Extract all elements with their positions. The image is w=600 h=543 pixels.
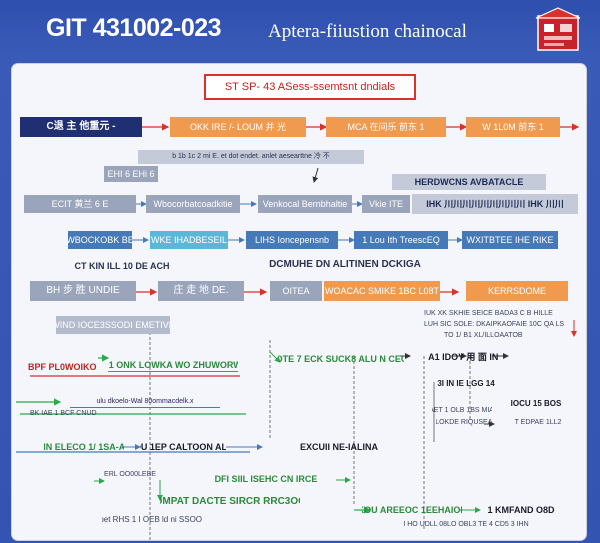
process-label-box: WIND IOCE3SSODI EMETIVE: [56, 316, 170, 334]
dark-flow-label-4: 3I IN IE LGG 14: [437, 379, 495, 388]
bottom-left-note: Ebet RHS 1 I OEB ld ni SSOOrS: [102, 515, 202, 524]
step-box-2: MCA 在间乐 前东 1: [326, 117, 446, 137]
gray-step-3: OITEA: [270, 281, 322, 301]
step-box-1: OKK IRE /- LOUM 并 光: [170, 117, 306, 137]
orange-step-2: KERRSDOME: [466, 281, 568, 301]
note-line-2: LUH SIC SOLE: DKAIPKAOFAIE 10C QA LS: [424, 321, 565, 328]
cyan-box-1: WKE IHADBESEIL: [150, 231, 228, 249]
green-flow-label-4: DFI SIIL ISEHC CN IRCE: [214, 474, 318, 484]
company-logo-icon: [535, 7, 581, 51]
red-flow-label: BPF PL0WOIKO: [28, 362, 97, 372]
small-note-3: TLOKDE RIQUSEAS: [436, 419, 492, 426]
header: GIT 431002-023 Aptera-fiiustion chainoca…: [0, 0, 600, 62]
blue-box-2: LIHS Ioncepensnb: [246, 231, 338, 249]
barcode-label: IHK 川川川川川川川川川 IHK 川川: [412, 194, 578, 214]
step-box-3: W 1L0M 前东 1: [466, 117, 560, 137]
small-note-1: PAET 1 OLB 1BS MIAC: [432, 407, 492, 414]
note-line-3: TO 1/ B1 XL/ILLOAATOB: [444, 332, 523, 339]
gray-step-1: BH 步 胜 UNDIE: [30, 281, 136, 301]
bottom-right-green: KOU AREEOC 1EEHAIOE: [362, 505, 462, 515]
info-line: b 1b 1c 2 mi E. et dot endet. anlet aese…: [138, 150, 364, 164]
orange-step-1: WOACAC SMIKE 1BC L08T: [324, 281, 440, 301]
gray-box-3: Venkocal Bernbhaltie: [258, 195, 352, 213]
dark-flow-label-3: EXCUII NE-IALINA: [299, 442, 378, 452]
row5-center-label: DCMUHE DN ALITINEN DCKIGA: [269, 259, 421, 270]
green-flow-label-1: WE 1 ONK LOWKA WO ZHUWORWKE: [108, 358, 238, 372]
gray-small-box: EHI 6 EHi 6: [104, 166, 158, 182]
gray-step-2: 庄 走 地 DE.: [158, 281, 244, 301]
note-line-1: IUK XK SKHIE SEICE BADA3 C B HILLE: [424, 310, 553, 317]
green-flow-label-2: KOTE 7 ECK SUCK8 ALU N CECL: [278, 354, 404, 364]
blue-box-4: WXITBTEE IHE RIKE: [462, 231, 558, 249]
small-note-2: T EDPAE 1LL2: [514, 419, 562, 426]
dark-flow-label-1: HIICA1 IDOY 用 面 IN IKE: [428, 352, 498, 362]
gray-box-4: Vkie ITE: [362, 195, 410, 213]
green-flow-label-5: KOMPAT DACTE SIRCR RRC3OCB: [160, 496, 300, 507]
small-note-4: BK IAE 1 BCF CNUD: [30, 410, 97, 417]
blue-flow-line: ulu dkoelo-Wal 80ommacdelk.x: [70, 396, 220, 408]
bottom-right-small: I HO UDLL 08LO OBL3 TE 4 CD5 3 IHN: [403, 521, 529, 528]
bottom-right-dark: 1 KMFAND O8D: [487, 505, 555, 515]
green-flow-label-3: DKE IN ELECO 1/ 1SA-ALUIA: [44, 442, 124, 452]
blue-box-1: WBOCKOBK BE: [68, 231, 132, 249]
dark-flow-label-5: IOCU 15 BOS: [510, 399, 562, 408]
blue-box-3: 1 Lou Ith TreescEQ: [354, 231, 448, 249]
gray-box-1: ECIT 黄兰 6 E: [24, 195, 136, 213]
dark-flow-label-2: TAW DOU 1EP CALTOON ALV ACAK: [140, 442, 226, 452]
document-subtitle: Aptera-fiiustion chainocal: [268, 21, 467, 42]
phase-label: C退 主 他重元 -: [20, 117, 142, 137]
small-note-5: ERL OO00LEBE: [104, 471, 156, 478]
gray-box-2: Wbocorbatcoadkitie: [146, 195, 240, 213]
diagram-panel: [12, 64, 586, 540]
assessment-title: ST SP- 43 ASess-ssemtsnt dndials: [204, 74, 416, 100]
right-header-box: HERDWCNS AVBATACLE: [392, 174, 546, 190]
document-code: GIT 431002-023: [46, 14, 222, 42]
row5-left-label: CT KIN ILL 10 DE ACH: [74, 261, 170, 271]
